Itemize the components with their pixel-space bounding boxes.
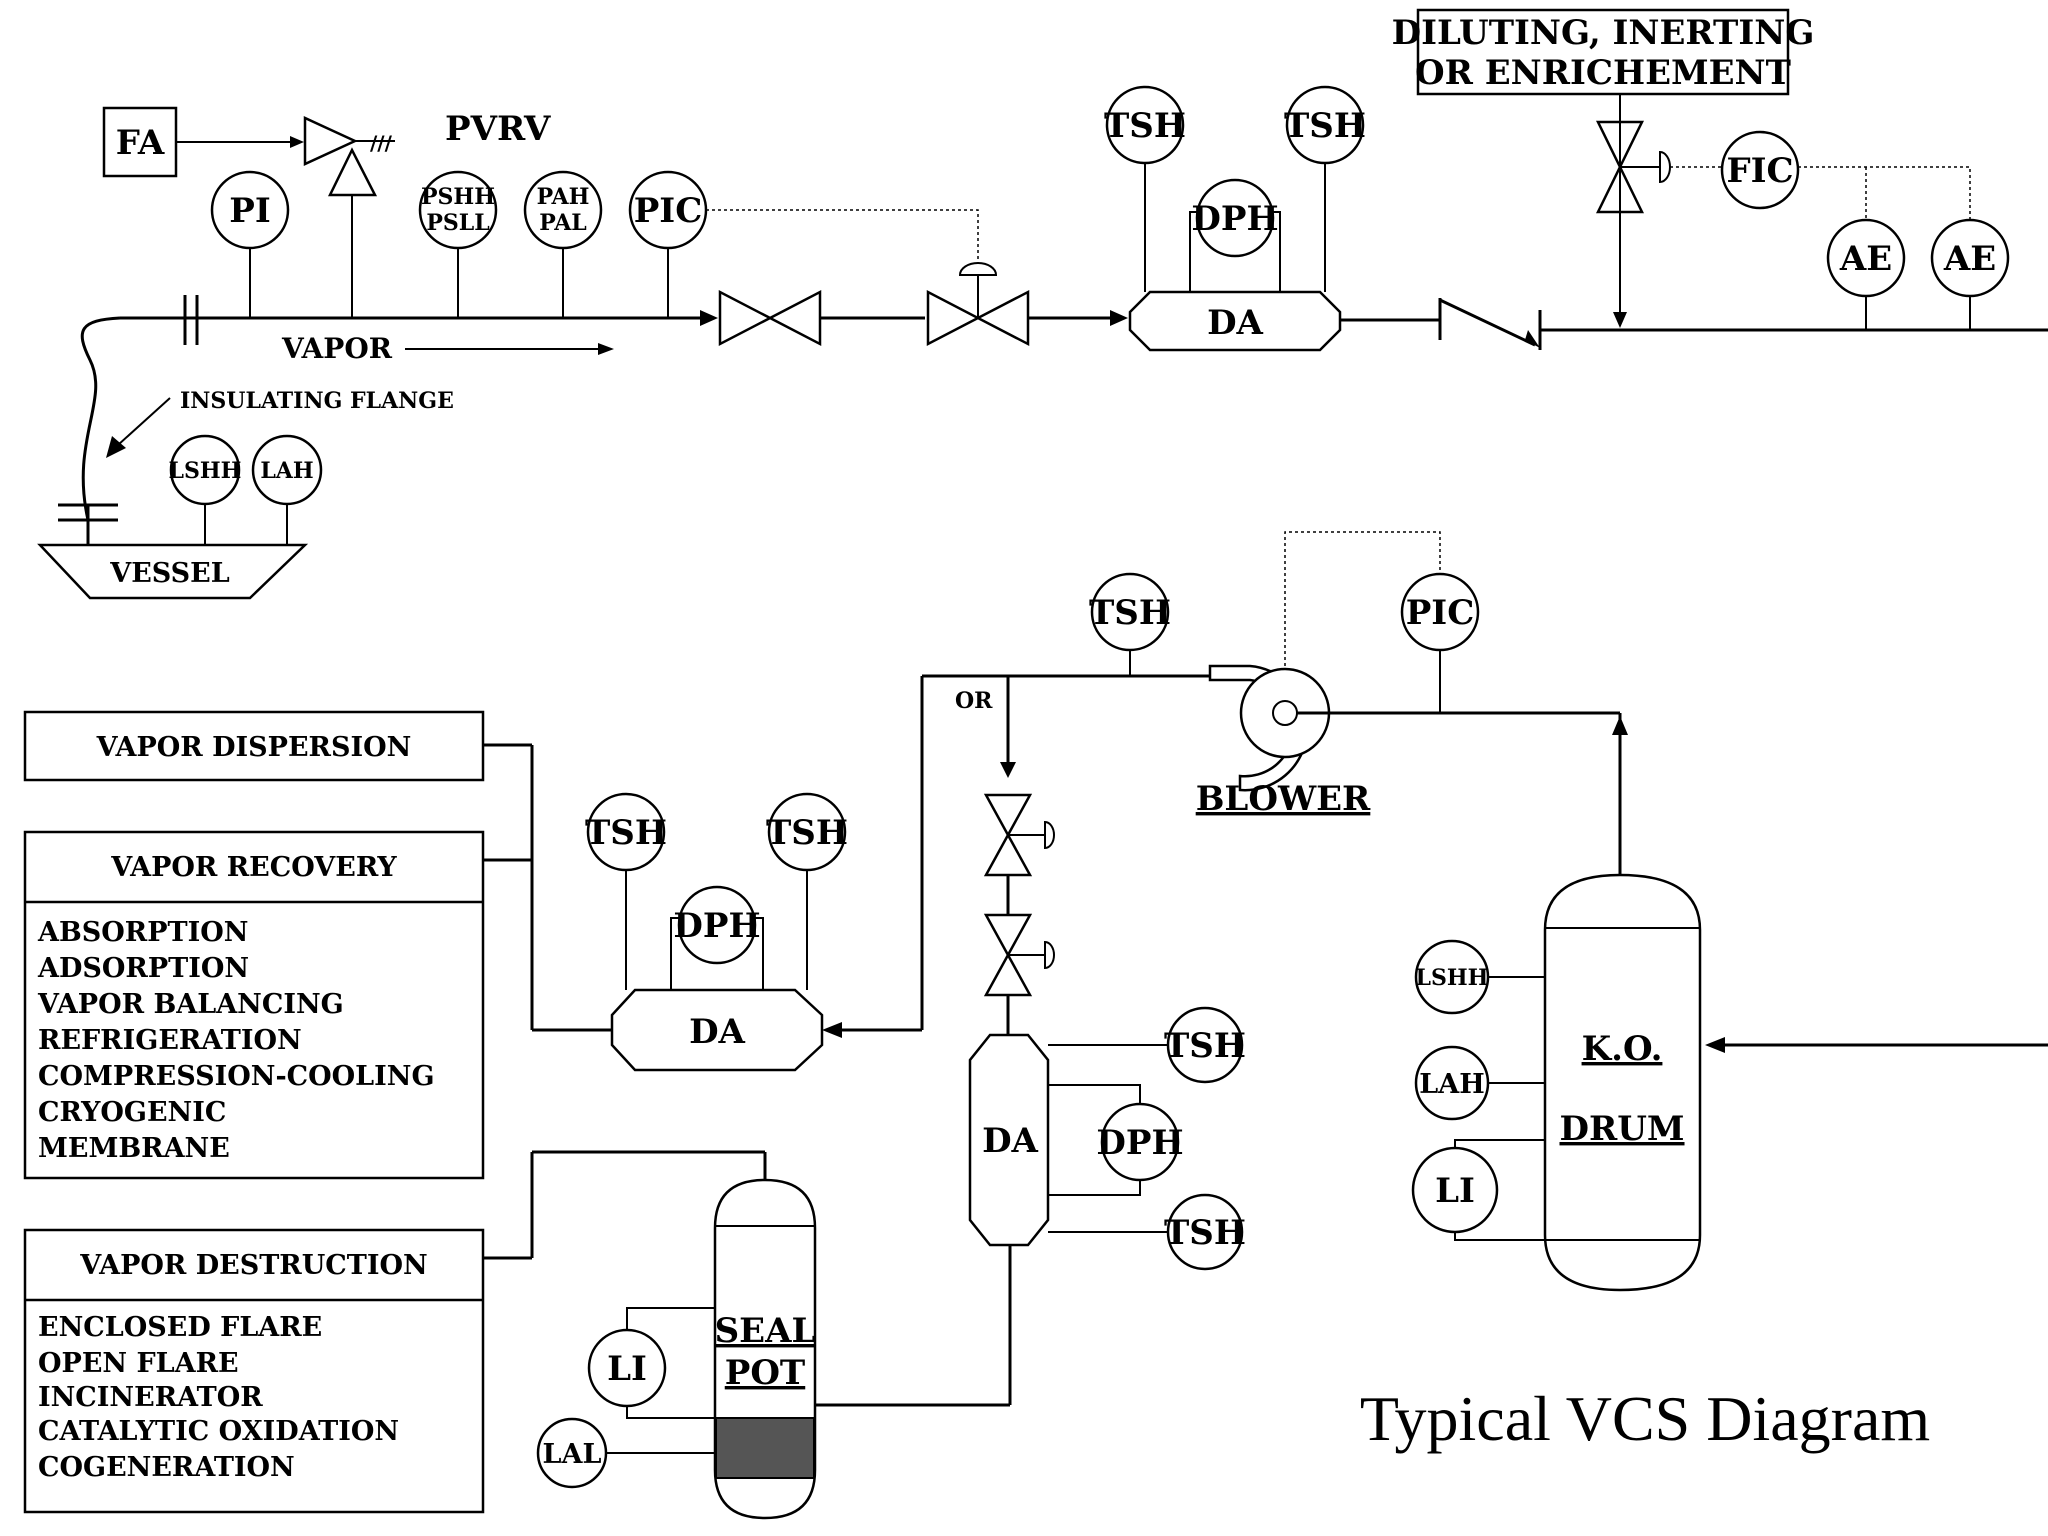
destruction-item-cogeneration: COGENERATION [38, 1452, 295, 1483]
or-label: OR [955, 688, 993, 714]
top-da-label: DA [1207, 303, 1263, 343]
blower-label: BLOWER [1196, 779, 1371, 819]
fa-label: FA [116, 123, 165, 163]
vessel [37, 543, 309, 600]
left-tsh1-label: TSH [585, 813, 667, 853]
pic-top-label: PIC [634, 191, 703, 231]
top-vapor-line: DA [80, 262, 2048, 1053]
seal-label: SEAL [715, 1311, 816, 1351]
ko-lshh-label: LSHH [1416, 965, 1489, 991]
mid-pic-label: PIC [1406, 593, 1475, 633]
recovery-item-membrane: MEMBRANE [38, 1133, 230, 1164]
seal-lal-label: LAL [543, 1439, 602, 1470]
vessel-label: VESSEL [109, 558, 230, 589]
recovery-item-absorption: ABSORPTION [37, 917, 248, 948]
drum-label: DRUM [1559, 1109, 1684, 1149]
pi-label: PI [229, 191, 270, 231]
left-tsh2-label: TSH [766, 813, 848, 853]
destruction-item-incinerator: INCINERATOR [38, 1382, 263, 1413]
recovery-item-refrigeration: REFRIGERATION [38, 1025, 302, 1056]
recovery-item-compression-cooling: COMPRESSION-COOLING [38, 1061, 435, 1092]
vertical-da-label: DA [982, 1121, 1038, 1161]
vapor-label: VAPOR [281, 332, 393, 365]
pot-label: POT [725, 1353, 805, 1393]
insulating-flange-label: INSULATING FLANGE [180, 388, 454, 414]
vapor-destruction-label: VAPOR DESTRUCTION [79, 1250, 427, 1281]
pvrv-hatch: /// [370, 131, 393, 155]
top-tsh2-label: TSH [1284, 106, 1366, 146]
diluting-line1: DILUTING, INERTING [1392, 13, 1815, 53]
recovery-item-cryogenic: CRYOGENIC [38, 1097, 226, 1128]
vapor-recovery-label: VAPOR RECOVERY [110, 852, 397, 883]
mid-tsh-label: TSH [1089, 593, 1171, 633]
pvrv-label: PVRV [445, 109, 551, 149]
recovery-item-adsorption: ADSORPTION [37, 953, 249, 984]
ko-li-label: LI [1435, 1171, 1475, 1211]
lshh-label: LSHH [169, 458, 242, 484]
destruction-item-catalytic-oxidation: CATALYTIC OXIDATION [38, 1416, 399, 1447]
left-dph-label: DPH [673, 906, 760, 946]
diluting-line2: OR ENRICHEMENT [1415, 53, 1791, 93]
top-tsh1-label: TSH [1104, 106, 1186, 146]
diagram-caption: Typical VCS Diagram [1360, 1383, 1930, 1454]
recovery-item-vapor-balancing: VAPOR BALANCING [37, 989, 344, 1020]
vertical-tsh-top-label: TSH [1164, 1026, 1246, 1066]
vertical-dph-label: DPH [1096, 1123, 1183, 1163]
pal-label: PAL [539, 210, 586, 236]
psll-label: PSLL [426, 210, 489, 236]
seal-pot-liquid [715, 1417, 815, 1479]
lah-label: LAH [260, 458, 313, 484]
vertical-tsh-bottom-label: TSH [1164, 1213, 1246, 1253]
fic-label: FIC [1726, 151, 1793, 191]
destruction-item-open-flare: OPEN FLARE [38, 1348, 239, 1379]
pah-label: PAH [537, 184, 590, 210]
vapor-dispersion-label: VAPOR DISPERSION [96, 732, 412, 763]
left-da-label: DA [689, 1012, 745, 1052]
pshh-label: PSHH [421, 184, 495, 210]
seal-li-label: LI [607, 1349, 647, 1389]
blower-section [922, 664, 1628, 880]
ko-lah-label: LAH [1419, 1069, 1484, 1100]
destruction-item-enclosed-flare: ENCLOSED FLARE [38, 1312, 322, 1343]
ae2-label: AE [1943, 239, 1996, 279]
ae1-label: AE [1839, 239, 1892, 279]
ko-label: K.O. [1582, 1029, 1663, 1069]
top-dph-label: DPH [1191, 199, 1278, 239]
